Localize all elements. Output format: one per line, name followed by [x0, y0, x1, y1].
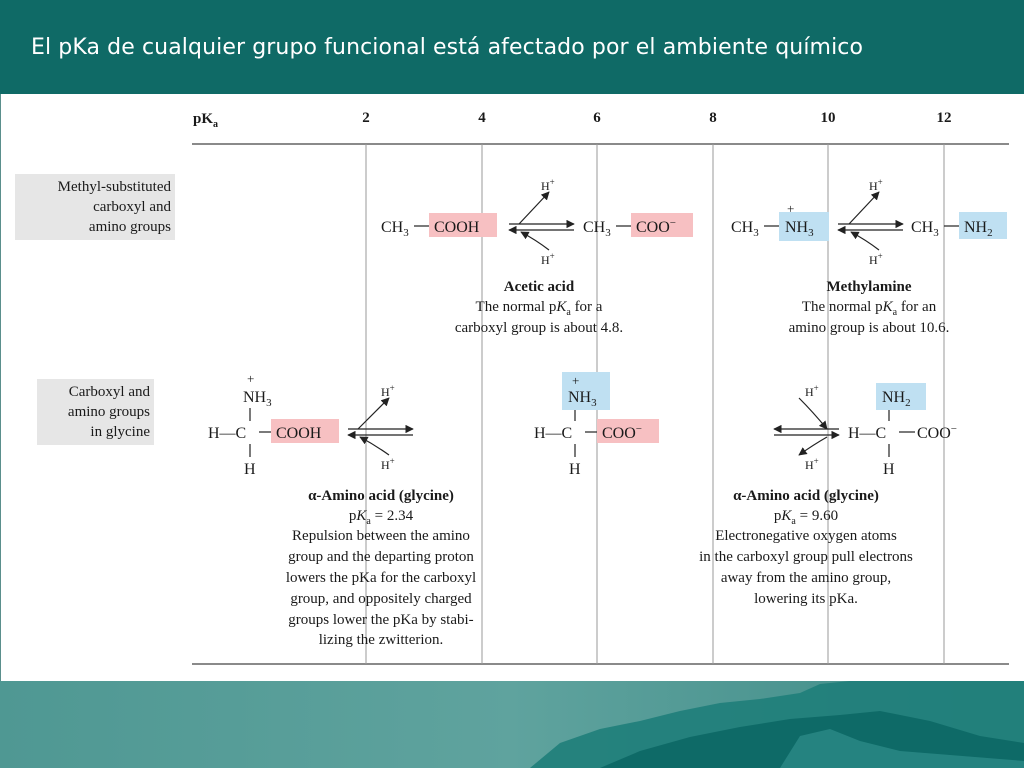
svg-text:H+: H+ — [805, 456, 819, 472]
svg-text:group and the departing proton: group and the departing proton — [288, 549, 474, 565]
base-box-nh3-2 — [562, 372, 610, 410]
svg-text:The normal pKa for an: The normal pKa for an — [802, 299, 937, 318]
svg-text:amino groups: amino groups — [89, 219, 171, 235]
glycine-caption-1: α-Amino acid (glycine) pKa = 2.34 Repuls… — [286, 488, 476, 648]
tick-4: 4 — [478, 110, 486, 126]
base-box-nh2-1 — [959, 212, 1007, 239]
base-box-nh2-2 — [876, 383, 926, 410]
svg-text:pKa = 2.34: pKa = 2.34 — [349, 508, 414, 527]
row-label-box-glycine — [37, 379, 154, 445]
svg-text:The normal pKa for a: The normal pKa for a — [476, 299, 603, 318]
svg-text:H+: H+ — [381, 456, 395, 472]
row-label-methyl: Methyl-substituted carboxyl and amino gr… — [58, 179, 172, 235]
svg-text:lizing the zwitterion.: lizing the zwitterion. — [319, 632, 444, 648]
svg-text:+: + — [787, 201, 794, 216]
svg-text:NH3: NH3 — [568, 389, 597, 409]
svg-text:H+: H+ — [869, 177, 883, 193]
svg-text:H: H — [883, 461, 895, 478]
svg-text:COOH: COOH — [276, 425, 322, 442]
svg-text:CH3: CH3 — [911, 219, 939, 239]
svg-text:COO−: COO− — [636, 217, 676, 236]
svg-text:amino group is about 10.6.: amino group is about 10.6. — [789, 320, 950, 336]
svg-text:groups lower the pKa by stabi-: groups lower the pKa by stabi- — [288, 612, 473, 628]
glycine-structure-1: + NH3 H—C COOH H H+ H+ — [208, 371, 414, 478]
svg-text:H+: H+ — [869, 251, 883, 267]
axis-ticks: 2 4 6 8 10 12 — [362, 110, 951, 126]
wave-graphic — [0, 681, 1024, 768]
svg-text:+: + — [572, 373, 579, 388]
svg-text:CH3: CH3 — [583, 219, 611, 239]
svg-text:Acetic acid: Acetic acid — [504, 279, 575, 295]
svg-text:H: H — [244, 461, 256, 478]
svg-text:H+: H+ — [805, 383, 819, 399]
svg-text:Methylamine: Methylamine — [827, 279, 912, 295]
tick-6: 6 — [593, 110, 601, 126]
svg-text:CH3: CH3 — [381, 219, 409, 239]
svg-text:H: H — [569, 461, 581, 478]
axis-label: pKa — [193, 111, 218, 130]
svg-text:+: + — [247, 371, 254, 386]
svg-text:lowers the pKa for the carboxy: lowers the pKa for the carboxyl — [286, 570, 476, 586]
svg-text:in the carboxyl group pull ele: in the carboxyl group pull electrons — [699, 549, 913, 565]
methylamine-equation: CH3 + NH3 H+ H+ CH3 NH2 — [731, 177, 1007, 267]
slide-title: El pKa de cualquier grupo funcional está… — [31, 34, 864, 60]
svg-text:amino groups: amino groups — [68, 404, 150, 420]
svg-text:lowering its pKa.: lowering its pKa. — [754, 591, 858, 607]
diagram-area: pKa 2 4 6 8 10 12 Methyl-substituted car… — [0, 94, 1024, 681]
svg-text:NH3: NH3 — [243, 389, 272, 409]
svg-text:Methyl-substituted: Methyl-substituted — [58, 179, 172, 195]
tick-12: 12 — [937, 110, 952, 126]
svg-text:in glycine: in glycine — [90, 424, 150, 440]
svg-text:H+: H+ — [381, 383, 395, 399]
acid-box-cooh-1 — [429, 213, 497, 237]
acid-box-cooh-2 — [271, 419, 339, 443]
methylamine-caption: Methylamine The normal pKa for an amino … — [789, 279, 950, 336]
svg-text:COO−: COO− — [602, 423, 642, 442]
glycine-caption-2: α-Amino acid (glycine) pKa = 9.60 Electr… — [699, 488, 913, 607]
svg-text:H—C: H—C — [848, 425, 886, 442]
svg-text:NH3: NH3 — [785, 219, 814, 239]
svg-text:H—C: H—C — [534, 425, 572, 442]
footer-decoration — [0, 681, 1024, 768]
svg-text:H+: H+ — [541, 251, 555, 267]
pka-diagram: pKa 2 4 6 8 10 12 Methyl-substituted car… — [15, 110, 1009, 665]
svg-text:Repulsion between the amino: Repulsion between the amino — [292, 528, 470, 544]
svg-text:α-Amino acid (glycine): α-Amino acid (glycine) — [733, 488, 879, 504]
svg-text:group, and oppositely charged: group, and oppositely charged — [290, 591, 472, 607]
svg-text:COO−: COO− — [917, 423, 957, 442]
svg-text:pKa = 9.60: pKa = 9.60 — [774, 508, 838, 527]
svg-text:H—C: H—C — [208, 425, 246, 442]
row-label-box-methyl — [15, 174, 175, 240]
glycine-zwitterion: + NH3 H—C COO− H — [534, 372, 659, 478]
svg-text:carboxyl group is about 4.8.: carboxyl group is about 4.8. — [455, 320, 623, 336]
acetic-equation: CH3 COOH H+ H+ CH3 COO− — [381, 177, 693, 267]
svg-text:α-Amino acid (glycine): α-Amino acid (glycine) — [308, 488, 454, 504]
tick-10: 10 — [821, 110, 836, 126]
row-label-glycine: Carboxyl and amino groups in glycine — [68, 384, 151, 440]
svg-text:away from the amino group,: away from the amino group, — [721, 570, 891, 586]
svg-text:carboxyl and: carboxyl and — [93, 199, 171, 215]
svg-text:Carboxyl and: Carboxyl and — [69, 384, 151, 400]
svg-text:NH2: NH2 — [964, 219, 993, 239]
acid-box-coo-2 — [597, 419, 659, 443]
tick-2: 2 — [362, 110, 370, 126]
glycine-structure-2: H+ H+ NH2 H—C COO− H — [773, 383, 957, 478]
svg-text:CH3: CH3 — [731, 219, 759, 239]
title-bar: El pKa de cualquier grupo funcional está… — [0, 0, 1024, 94]
acetic-caption: Acetic acid The normal pKa for a carboxy… — [455, 279, 623, 336]
svg-text:COOH: COOH — [434, 219, 480, 236]
svg-text:H+: H+ — [541, 177, 555, 193]
acid-box-coo-1 — [631, 213, 693, 237]
svg-text:Electronegative oxygen atoms: Electronegative oxygen atoms — [715, 528, 897, 544]
tick-8: 8 — [709, 110, 717, 126]
svg-text:NH2: NH2 — [882, 389, 911, 409]
base-box-nh3-1 — [779, 212, 829, 241]
